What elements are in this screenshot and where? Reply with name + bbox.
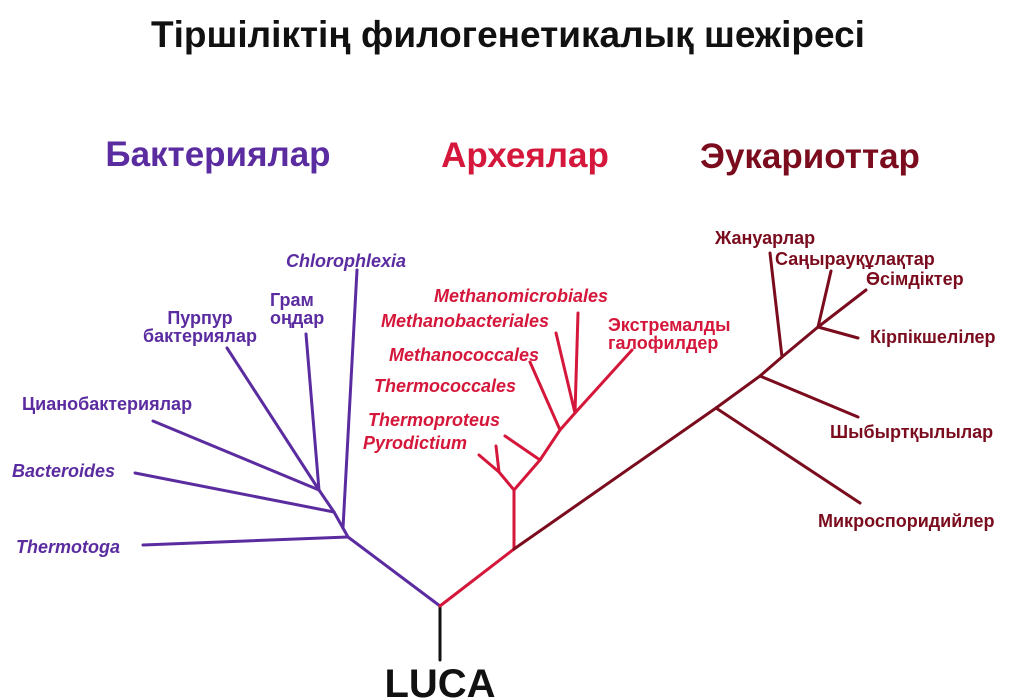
label-slime-molds: Саңырауқұлақтар: [775, 249, 935, 269]
branch-pyrodictium: [494, 444, 501, 474]
branch-thermotoga: [141, 535, 350, 547]
page-title: Тіршіліктің филогенетикалық шежіресі: [151, 14, 865, 55]
eukaryote-branches: [512, 251, 868, 551]
domain-label-archaea: Археялар: [441, 136, 609, 175]
label-bacteroides: Bacteroides: [12, 461, 115, 481]
label-animals: Жануарлар: [714, 228, 815, 248]
branch-methanomicrobiales: [573, 311, 580, 415]
label-thermococcales: Thermococcales: [374, 376, 516, 396]
label-purple-bacteria-line1: Пурпур: [167, 308, 232, 328]
label-methanomicrobiales: Methanomicrobiales: [434, 286, 608, 306]
branch-gram-positive: [304, 332, 321, 492]
label-flagellates: Шыбыртқылылар: [830, 422, 993, 442]
branch-purple-bacteria: [225, 346, 321, 492]
bacteria-branches: [133, 268, 442, 608]
branch-microsporidia: [714, 406, 862, 505]
label-gram-positive-line1: Грам: [270, 290, 314, 310]
branch-plants: [816, 288, 868, 329]
label-halophiles-line2: галофилдер: [608, 333, 718, 353]
label-methanococcales: Methanococcales: [389, 345, 539, 365]
branch-halophiles: [573, 348, 634, 415]
branch-flagellates: [758, 374, 860, 419]
branch-bacteroides: [133, 471, 336, 514]
branch-chloroflexia: [341, 268, 359, 530]
branch-thermococcales: [503, 434, 542, 462]
label-pyrodictium: Pyrodictium: [363, 433, 467, 453]
archaea-branches: [438, 311, 634, 608]
branch-slime-molds: [816, 269, 833, 329]
archaea-trunk: [438, 547, 516, 608]
label-purple-bacteria-line2: бактериялар: [143, 326, 257, 346]
branch-animals: [768, 251, 784, 359]
label-plants: Өсімдіктер: [866, 269, 964, 289]
label-cyanobacteria: Цианобактериялар: [22, 394, 192, 414]
branch-thermoproteus: [477, 453, 501, 474]
eukaryote-trunk: [512, 406, 718, 551]
branch-methanococcales: [528, 360, 562, 432]
label-methanobacteriales: Methanobacteriales: [381, 311, 549, 331]
label-halophiles-line1: Экстремалды: [608, 315, 731, 335]
domain-label-bacteria: Бактериялар: [105, 135, 330, 174]
branch-ciliates: [816, 325, 860, 340]
label-chloroflexia: Chlorophlexia: [286, 251, 406, 271]
label-thermoproteus: Thermoproteus: [368, 410, 500, 430]
branch-cyanobacteria: [151, 419, 321, 492]
label-gram-positive-line2: оңдар: [270, 308, 324, 328]
label-ciliates: Кірпікшелілер: [870, 327, 996, 347]
domain-label-eukaryotes: Эукариоттар: [700, 137, 920, 176]
branch-methanobacteriales: [554, 331, 577, 415]
root-label-luca: LUCA: [384, 662, 495, 699]
bacteria-trunk: [346, 535, 442, 608]
label-microsporidia: Микроспоридийлер: [818, 511, 995, 531]
label-thermotoga: Thermotoga: [16, 537, 120, 557]
